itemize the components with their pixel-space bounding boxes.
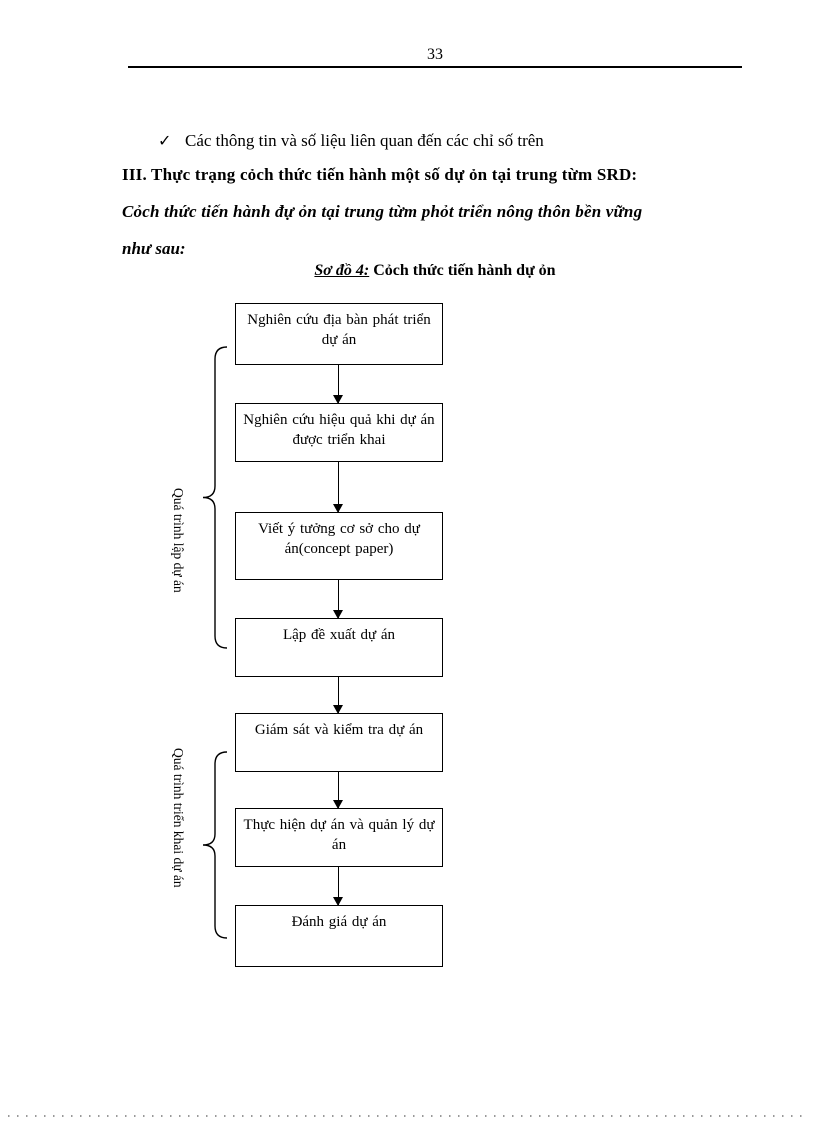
diagram-caption-text: Cỏch thức tiến hành dự ỏn xyxy=(369,262,556,279)
arrowhead-icon xyxy=(333,610,343,619)
down-arrow-connector xyxy=(333,867,343,906)
down-arrow-connector xyxy=(333,772,343,809)
page-footer-divider xyxy=(8,1115,808,1117)
down-arrow-connector xyxy=(333,677,343,714)
flow-box-5: Giám sát và kiểm tra dự án xyxy=(235,713,443,772)
arrowhead-icon xyxy=(333,897,343,906)
diagram-caption: Sơ đồ 4: Cỏch thức tiến hành dự ỏn xyxy=(128,262,742,280)
flow-box-7: Đánh giá dự án xyxy=(235,905,443,967)
curly-brace-icon xyxy=(202,346,228,649)
flow-box-4: Lập đề xuất dự án xyxy=(235,618,443,677)
down-arrow-connector xyxy=(333,580,343,619)
bullet-item: ✓ Các thông tin và số liệu liên quan đến … xyxy=(158,131,718,151)
arrowhead-icon xyxy=(333,705,343,714)
flow-box-1: Nghiên cứu địa bàn phát triển dự án xyxy=(235,303,443,365)
intro-paragraph-line2: như sau: xyxy=(122,239,186,258)
checkmark-icon: ✓ xyxy=(158,133,172,150)
arrowhead-icon xyxy=(333,800,343,809)
curly-brace-icon xyxy=(202,751,228,939)
page-number: 33 xyxy=(427,46,443,63)
bullet-text: Các thông tin và số liệu liên quan đến c… xyxy=(185,131,544,150)
flow-box-2: Nghiên cứu hiệu quả khi dự án được triển… xyxy=(235,403,443,462)
flow-box-3: Viết ý tưởng cơ sở cho dự án(concept pap… xyxy=(235,512,443,580)
diagram-caption-label: Sơ đồ 4: xyxy=(314,262,370,279)
flow-box-6: Thực hiện dự án và quản lý dự án xyxy=(235,808,443,867)
process-group-label-1: Quá trình lập dự án xyxy=(171,488,186,593)
arrowhead-icon xyxy=(333,504,343,513)
down-arrow-connector xyxy=(333,365,343,404)
header-rule xyxy=(128,66,742,68)
arrowhead-icon xyxy=(333,395,343,404)
intro-paragraph-line1: Cỏch thức tiến hành đự ỏn tại trung từm … xyxy=(122,202,643,221)
down-arrow-connector xyxy=(333,462,343,513)
process-group-label-2: Quá trình triển khai dự án xyxy=(171,748,186,888)
section-heading: III. Thực trạng cỏch thức tiến hành một … xyxy=(122,165,638,184)
